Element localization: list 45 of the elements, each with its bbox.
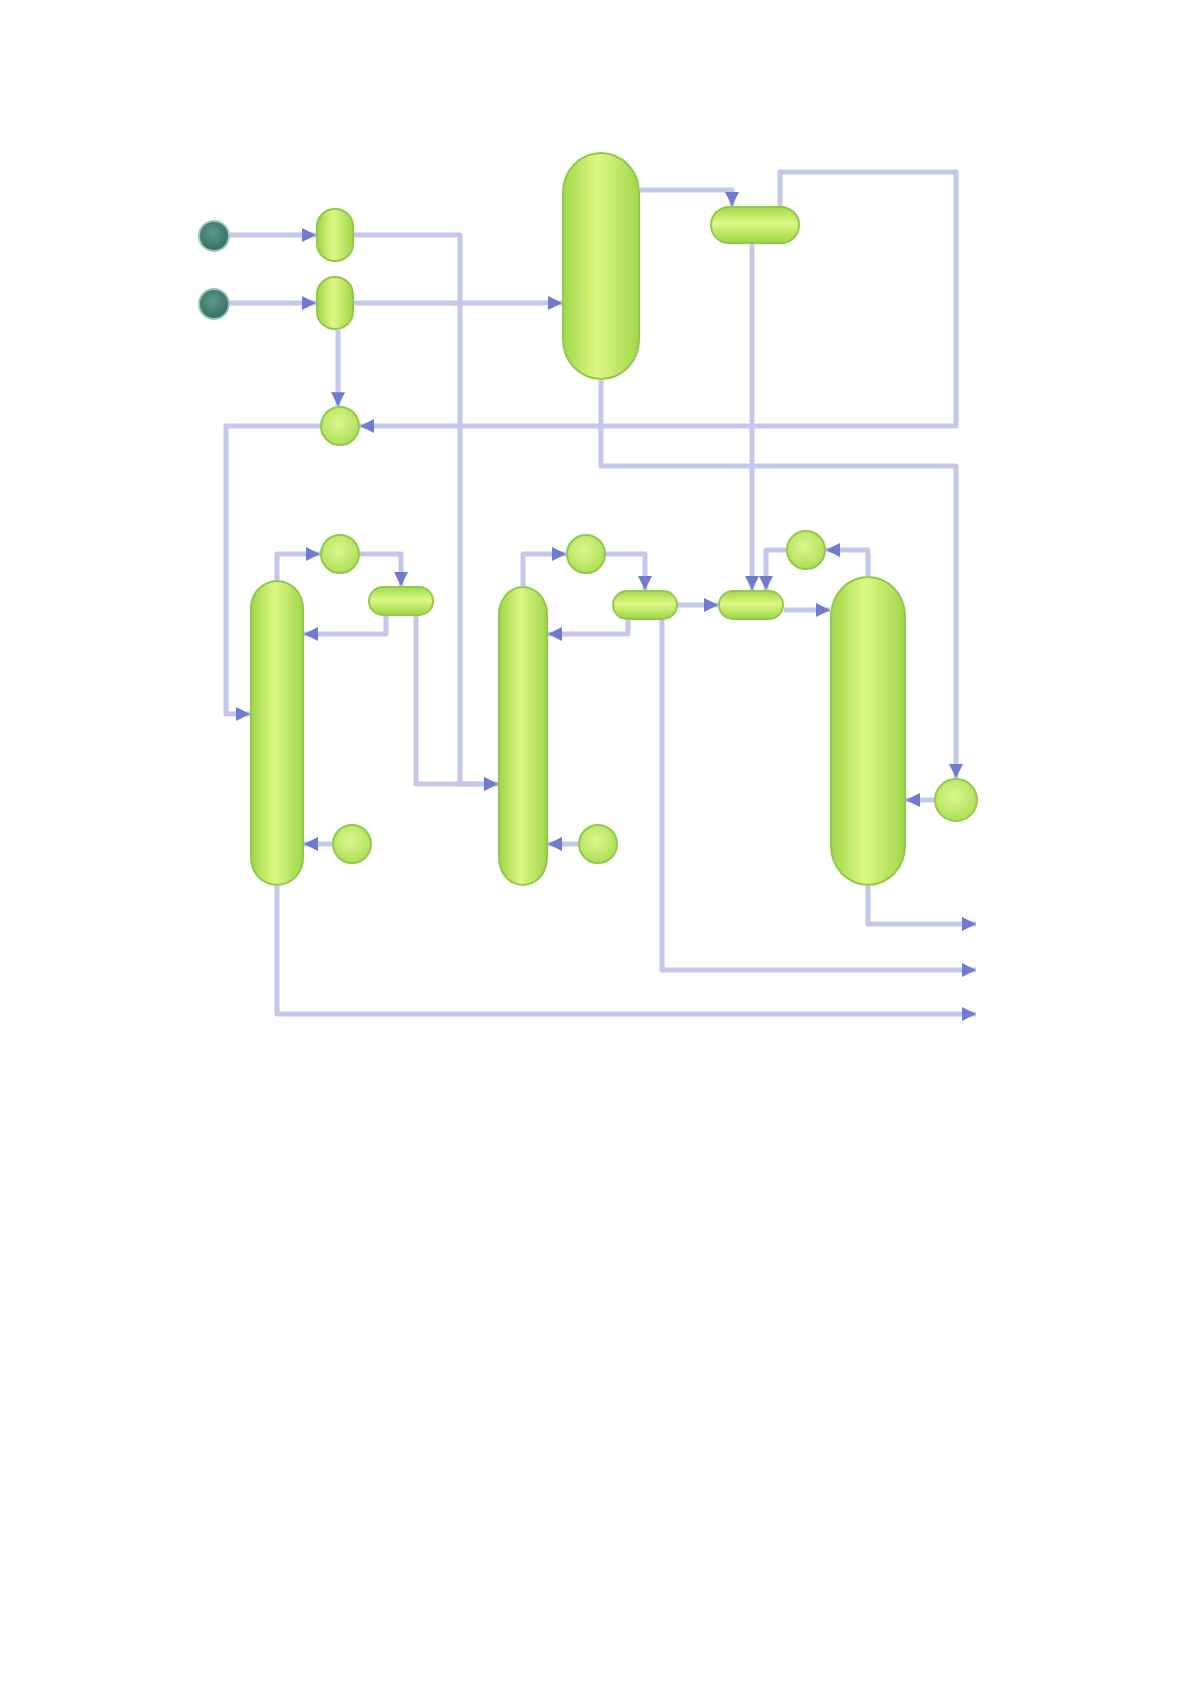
drum-vessel xyxy=(718,590,784,620)
equipment-circle xyxy=(320,534,360,574)
flow-line xyxy=(413,616,498,791)
flow-line xyxy=(659,620,976,977)
flow-line xyxy=(223,423,320,721)
flow-line xyxy=(826,543,871,576)
flow-line xyxy=(304,616,389,641)
column-vessel xyxy=(562,152,640,380)
flow-line xyxy=(360,169,959,433)
equipment-circle xyxy=(320,406,360,446)
flow-line xyxy=(360,551,408,586)
flow-line xyxy=(548,620,631,641)
column-vessel xyxy=(250,580,304,886)
column-vessel xyxy=(830,576,906,886)
drum-vessel xyxy=(368,586,434,616)
flow-line xyxy=(274,547,320,580)
equipment-circle xyxy=(578,824,618,864)
flow-line xyxy=(759,547,786,590)
feed-circle xyxy=(198,287,230,319)
flow-line xyxy=(865,886,976,931)
flow-line xyxy=(906,793,934,807)
flow-line xyxy=(230,296,316,310)
feed-circle xyxy=(198,219,230,251)
flow-line xyxy=(304,837,332,851)
flow-line xyxy=(745,244,759,590)
flow-line xyxy=(331,330,345,407)
flow-line xyxy=(520,547,566,586)
equipment-circle xyxy=(786,530,826,570)
flow-line xyxy=(606,551,652,590)
small-vessel xyxy=(316,276,354,330)
flow-line xyxy=(230,228,316,242)
flow-line xyxy=(678,598,718,612)
flow-line xyxy=(548,837,578,851)
small-vessel xyxy=(316,208,354,262)
equipment-circle xyxy=(934,778,978,822)
drum-vessel xyxy=(612,590,678,620)
equipment-circle xyxy=(332,824,372,864)
flow-line xyxy=(274,886,976,1021)
column-vessel xyxy=(498,586,548,886)
equipment-circle xyxy=(566,534,606,574)
drum-vessel xyxy=(710,206,800,244)
flow-line xyxy=(354,296,562,310)
flow-line xyxy=(598,380,963,778)
flow-line xyxy=(784,603,830,617)
flow-line xyxy=(640,187,739,206)
